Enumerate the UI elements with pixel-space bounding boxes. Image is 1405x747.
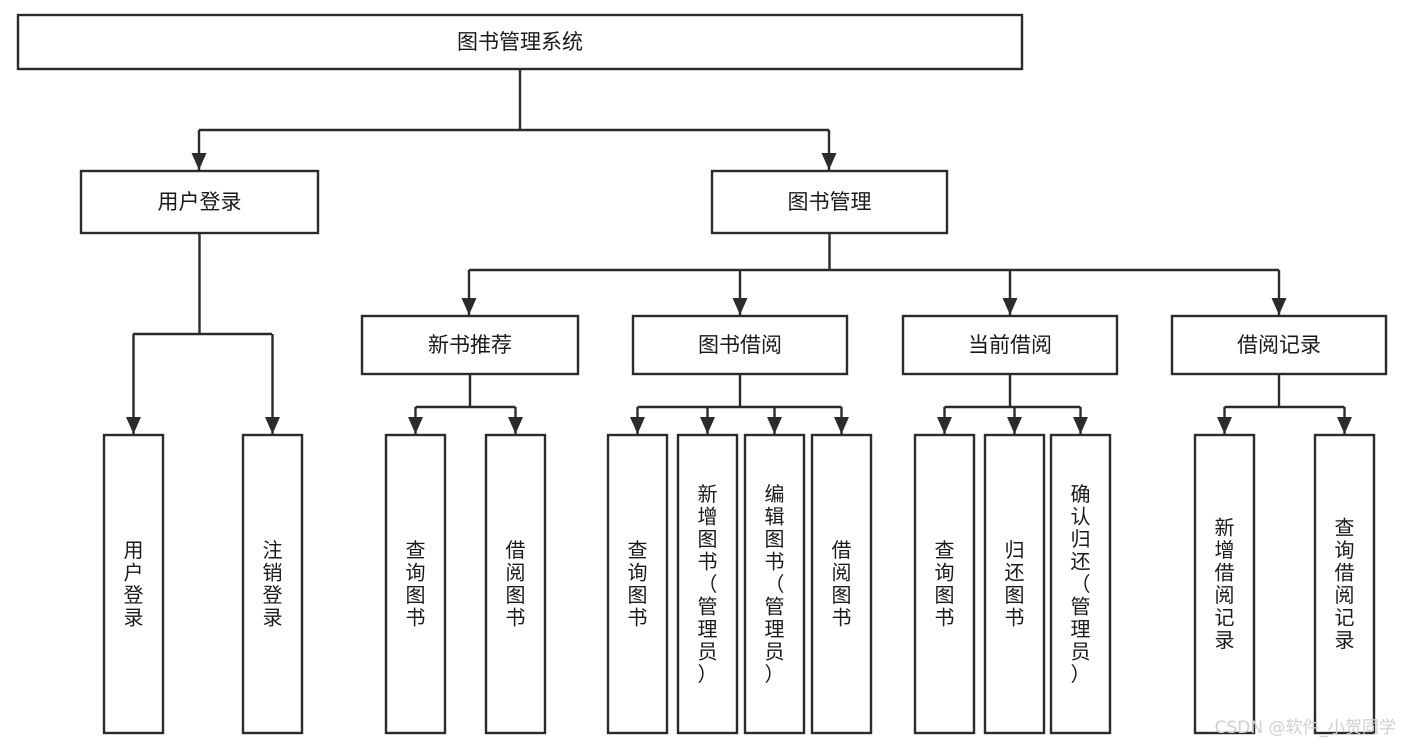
arrow-head-icon (408, 417, 423, 434)
arrow-head-icon (126, 417, 141, 434)
node-box-root (16, 13, 1024, 71)
node-label-leaf-logout: 注销登录 (263, 538, 283, 630)
node-label-root: 图书管理系统 (457, 30, 583, 54)
node-label-borrow-record: 借阅记录 (1237, 333, 1321, 357)
node-box-leaf-return-book (983, 433, 1046, 735)
node-box-book-borrow (631, 314, 849, 376)
arrow-head-icon (700, 417, 715, 434)
node-box-leaf-edit-book-admin (743, 433, 806, 735)
node-book-borrow[interactable]: 图书借阅 (631, 314, 849, 376)
arrow-head-icon (461, 298, 477, 315)
arrow-head-icon (834, 417, 849, 434)
node-label-user-login: 用户登录 (158, 190, 242, 214)
arrow-head-icon (1271, 298, 1287, 315)
node-box-leaf-confirm-return-admin (1049, 433, 1112, 735)
node-label-leaf-return-book: 归还图书 (1005, 538, 1025, 630)
node-leaf-query-book-borrow[interactable]: 查询图书 (606, 433, 669, 735)
node-box-leaf-query-book-current (913, 433, 976, 735)
node-label-leaf-query-book-borrow: 查询图书 (628, 538, 648, 630)
node-book-manage[interactable]: 图书管理 (710, 169, 949, 235)
arrow-head-icon (1007, 417, 1022, 434)
arrow-head-icon (1217, 417, 1232, 434)
arrow-head-icon (508, 417, 523, 434)
node-leaf-borrow-book-recommend[interactable]: 借阅图书 (484, 433, 547, 735)
node-label-leaf-borrow-book-recommend: 借阅图书 (506, 538, 526, 630)
node-label-leaf-borrow-book: 借阅图书 (832, 538, 852, 630)
node-box-current-borrow (901, 314, 1119, 376)
node-label-book-manage: 图书管理 (788, 190, 872, 214)
arrow-head-icon (821, 153, 837, 170)
node-box-new-book-recommend (360, 314, 580, 376)
node-user-login[interactable]: 用户登录 (79, 169, 320, 235)
node-label-new-book-recommend: 新书推荐 (428, 333, 512, 357)
node-leaf-edit-book-admin[interactable]: 编辑图书（管理员） (743, 433, 806, 735)
arrow-head-icon (630, 417, 645, 434)
node-box-book-manage (710, 169, 949, 235)
node-borrow-record[interactable]: 借阅记录 (1170, 314, 1388, 376)
csdn-watermark: CSDN @软件_小贺同学 (1215, 718, 1396, 738)
node-current-borrow[interactable]: 当前借阅 (901, 314, 1119, 376)
node-label-leaf-edit-book-admin: 编辑图书（管理员） (765, 482, 785, 686)
node-label-leaf-user-login: 用户登录 (124, 538, 144, 630)
node-leaf-user-login[interactable]: 用户登录 (102, 433, 165, 735)
edges-layer (126, 69, 1352, 434)
node-box-leaf-borrow-book-recommend (484, 433, 547, 735)
arrow-head-icon (937, 417, 952, 434)
node-box-leaf-query-book-borrow (606, 433, 669, 735)
arrow-head-icon (1337, 417, 1352, 434)
node-leaf-confirm-return-admin[interactable]: 确认归还（管理员） (1049, 433, 1112, 735)
node-root[interactable]: 图书管理系统 (16, 13, 1024, 71)
node-box-user-login (79, 169, 320, 235)
node-new-book-recommend[interactable]: 新书推荐 (360, 314, 580, 376)
node-label-book-borrow: 图书借阅 (698, 333, 782, 357)
node-label-current-borrow: 当前借阅 (968, 333, 1052, 357)
arrow-head-icon (265, 417, 280, 434)
node-box-leaf-add-book-admin (676, 433, 739, 735)
node-box-leaf-borrow-book (810, 433, 873, 735)
arrow-head-icon (1073, 417, 1088, 434)
node-label-leaf-query-borrow-record: 查询借阅记录 (1335, 516, 1355, 653)
arrow-head-icon (1002, 298, 1018, 315)
node-label-leaf-query-book-recommend: 查询图书 (406, 538, 426, 630)
node-leaf-query-book-recommend[interactable]: 查询图书 (384, 433, 447, 735)
node-box-leaf-query-borrow-record (1313, 433, 1376, 735)
nodes-layer: 图书管理系统用户登录图书管理新书推荐图书借阅当前借阅借阅记录用户登录注销登录查询… (16, 13, 1388, 735)
arrow-head-icon (732, 298, 748, 315)
node-leaf-add-book-admin[interactable]: 新增图书（管理员） (676, 433, 739, 735)
arrow-head-icon (191, 153, 207, 170)
node-leaf-query-book-current[interactable]: 查询图书 (913, 433, 976, 735)
node-box-borrow-record (1170, 314, 1388, 376)
node-leaf-add-borrow-record[interactable]: 新增借阅记录 (1193, 433, 1256, 735)
node-box-leaf-query-book-recommend (384, 433, 447, 735)
node-box-leaf-user-login (102, 433, 165, 735)
node-leaf-query-borrow-record[interactable]: 查询借阅记录 (1313, 433, 1376, 735)
node-box-leaf-add-borrow-record (1193, 433, 1256, 735)
node-label-leaf-confirm-return-admin: 确认归还（管理员） (1071, 482, 1091, 686)
node-leaf-logout[interactable]: 注销登录 (241, 433, 304, 735)
node-leaf-borrow-book[interactable]: 借阅图书 (810, 433, 873, 735)
node-label-leaf-add-borrow-record: 新增借阅记录 (1215, 516, 1235, 653)
arrow-head-icon (767, 417, 782, 434)
node-leaf-return-book[interactable]: 归还图书 (983, 433, 1046, 735)
node-label-leaf-add-book-admin: 新增图书（管理员） (698, 482, 718, 686)
node-label-leaf-query-book-current: 查询图书 (935, 538, 955, 630)
node-box-leaf-logout (241, 433, 304, 735)
